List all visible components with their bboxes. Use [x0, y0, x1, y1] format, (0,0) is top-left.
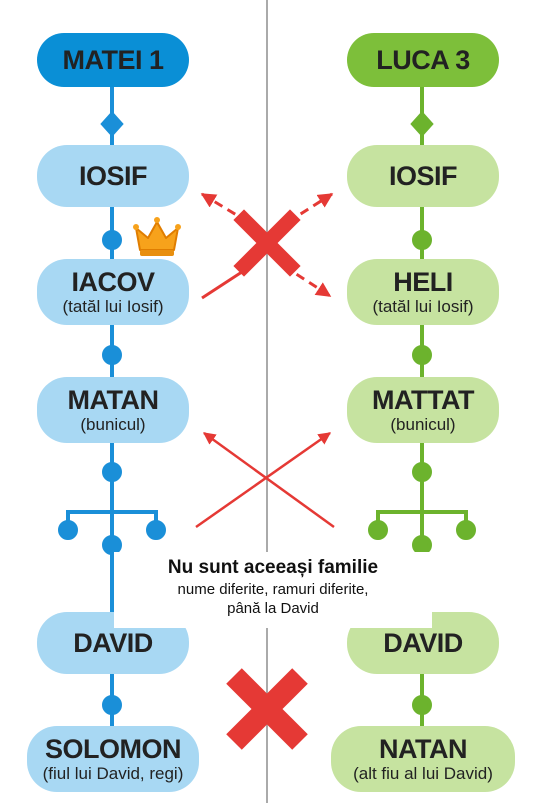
left-branch-dot — [146, 520, 166, 540]
right-branch-dot — [456, 520, 476, 540]
node-subtitle: (bunicul) — [80, 415, 146, 434]
right-dot — [412, 535, 432, 555]
left-dot — [102, 345, 122, 365]
right-node-natan: NATAN (alt fiu al lui David) — [331, 726, 515, 792]
red-cross-icon — [226, 668, 308, 750]
left-node-matan: MATAN (bunicul) — [37, 377, 189, 443]
node-name: IACOV — [71, 267, 155, 297]
left-dot — [102, 462, 122, 482]
right-diamond — [410, 111, 434, 137]
right-header-label: LUCA 3 — [376, 45, 470, 75]
central-note: Nu sunt aceeași familie nume diferite, r… — [114, 552, 432, 628]
node-subtitle: (alt fiu al lui David) — [353, 764, 493, 783]
node-name: DAVID — [383, 628, 463, 658]
left-node-iacov: IACOV (tatăl lui Iosif) — [37, 259, 189, 325]
node-name: IOSIF — [388, 161, 458, 191]
crown-icon — [133, 217, 181, 256]
node-name: MATAN — [67, 385, 159, 415]
note-line-2: până la David — [227, 600, 319, 617]
right-branch-dot — [368, 520, 388, 540]
node-name: HELI — [393, 267, 453, 297]
left-branch-dot — [58, 520, 78, 540]
node-subtitle: (fiul lui David, regi) — [42, 764, 184, 783]
node-name: MATTAT — [372, 385, 474, 415]
left-node-iosif: IOSIF — [37, 145, 189, 207]
left-header-matei: MATEI 1 — [37, 33, 189, 87]
node-name: NATAN — [379, 734, 467, 764]
upper-red-stroke — [201, 266, 249, 300]
node-name: DAVID — [73, 628, 153, 658]
note-title: Nu sunt aceeași familie — [167, 557, 379, 578]
red-cross-icon — [233, 209, 301, 277]
right-node-iosif: IOSIF — [347, 145, 499, 207]
right-dot — [412, 345, 432, 365]
right-node-heli: HELI (tatăl lui Iosif) — [347, 259, 499, 325]
node-name: IOSIF — [78, 161, 148, 191]
right-header-luca: LUCA 3 — [347, 33, 499, 87]
middle-red-arrows — [195, 431, 335, 529]
right-dot — [412, 695, 432, 715]
node-subtitle: (bunicul) — [390, 415, 456, 434]
node-name: SOLOMON — [45, 734, 182, 764]
left-node-solomon: SOLOMON (fiul lui David, regi) — [27, 726, 199, 792]
note-line-1: nume diferite, ramuri diferite, — [177, 581, 369, 598]
left-dot — [102, 230, 122, 250]
right-dot — [412, 230, 432, 250]
node-subtitle: (tatăl lui Iosif) — [372, 297, 474, 316]
left-dot — [102, 535, 122, 555]
left-diamond — [100, 111, 124, 137]
node-subtitle: (tatăl lui Iosif) — [62, 297, 164, 316]
right-node-mattat: MATTAT (bunicul) — [347, 377, 499, 443]
left-dot — [102, 695, 122, 715]
left-header-label: MATEI 1 — [62, 45, 164, 75]
right-dot — [412, 462, 432, 482]
